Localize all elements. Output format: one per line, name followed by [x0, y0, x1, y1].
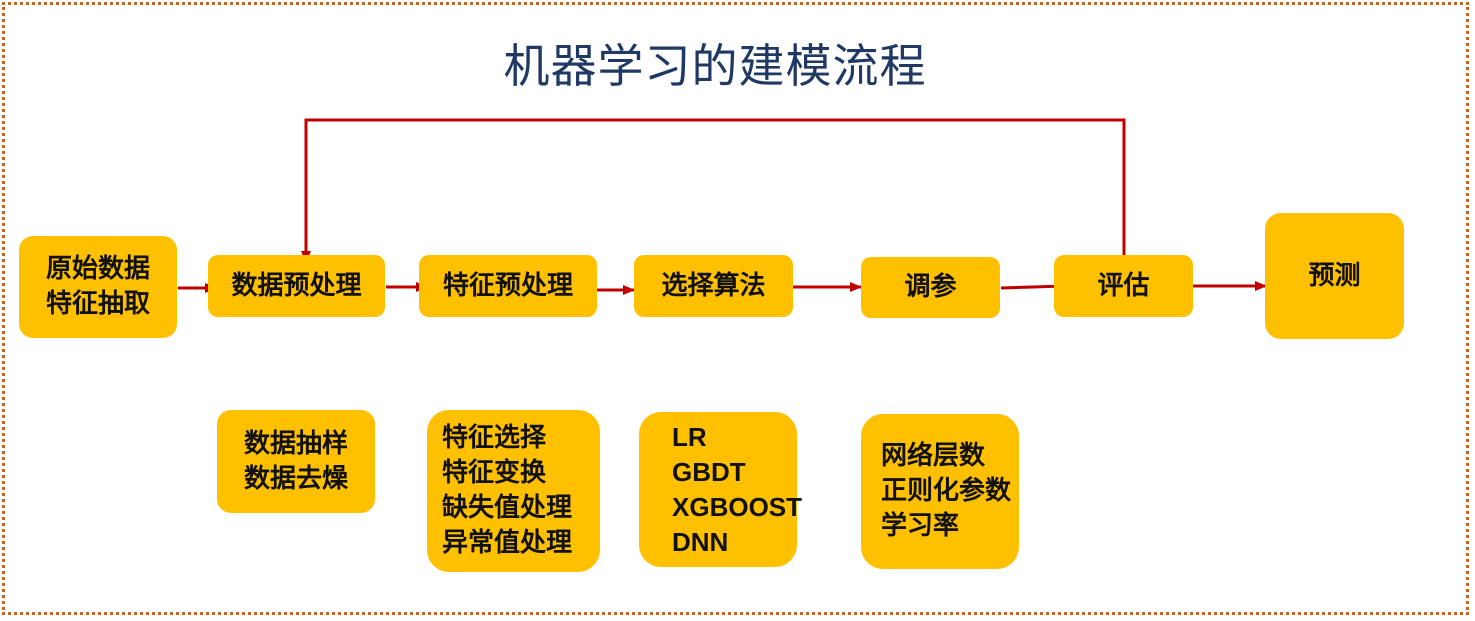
step-raw-data-line2: 特征抽取	[45, 289, 150, 319]
detail-line: LR	[672, 421, 707, 452]
step-raw-data: 原始数据 特征抽取	[19, 236, 177, 338]
step-raw-data-line1: 原始数据	[45, 254, 150, 284]
step-choose-algorithm: 选择算法	[634, 255, 793, 317]
detail-data-preprocess: 数据抽样 数据去燥	[217, 410, 375, 513]
diagram-title: 机器学习的建模流程	[503, 39, 927, 93]
step-evaluate: 评估	[1054, 255, 1193, 317]
step-feature-preprocess-label: 特征预处理	[442, 270, 573, 301]
step-feature-preprocess: 特征预处理	[419, 255, 597, 317]
detail-line: 正则化参数	[881, 476, 1012, 506]
detail-line: 缺失值处理	[442, 493, 573, 523]
step-predict-label: 预测	[1308, 261, 1361, 291]
detail-line: GBDT	[672, 456, 746, 487]
detail-line: 数据抽样	[243, 428, 348, 459]
detail-line: XGBOOST	[672, 491, 803, 522]
step-evaluate-label: 评估	[1097, 270, 1150, 301]
detail-tuning-params: 网络层数 正则化参数 学习率	[861, 414, 1019, 569]
step-data-preprocess-label: 数据预处理	[231, 270, 362, 301]
step-data-preprocess: 数据预处理	[208, 255, 385, 317]
detail-line: 异常值处理	[442, 528, 573, 558]
step-choose-algorithm-label: 选择算法	[661, 270, 766, 301]
detail-line: 学习率	[881, 511, 960, 541]
detail-line: DNN	[672, 526, 729, 557]
detail-line: 数据去燥	[243, 463, 348, 494]
step-tuning: 调参	[861, 257, 1000, 318]
step-predict: 预测	[1265, 213, 1404, 339]
detail-line: 特征变换	[442, 458, 547, 488]
detail-line: 特征选择	[442, 423, 547, 453]
feedback-loop-arrow	[301, 118, 1126, 263]
step-tuning-label: 调参	[904, 272, 957, 302]
detail-algorithms: LR GBDT XGBOOST DNN	[639, 412, 802, 567]
detail-line: 网络层数	[881, 441, 986, 471]
detail-feature-preprocess: 特征选择 特征变换 缺失值处理 异常值处理	[427, 410, 600, 572]
